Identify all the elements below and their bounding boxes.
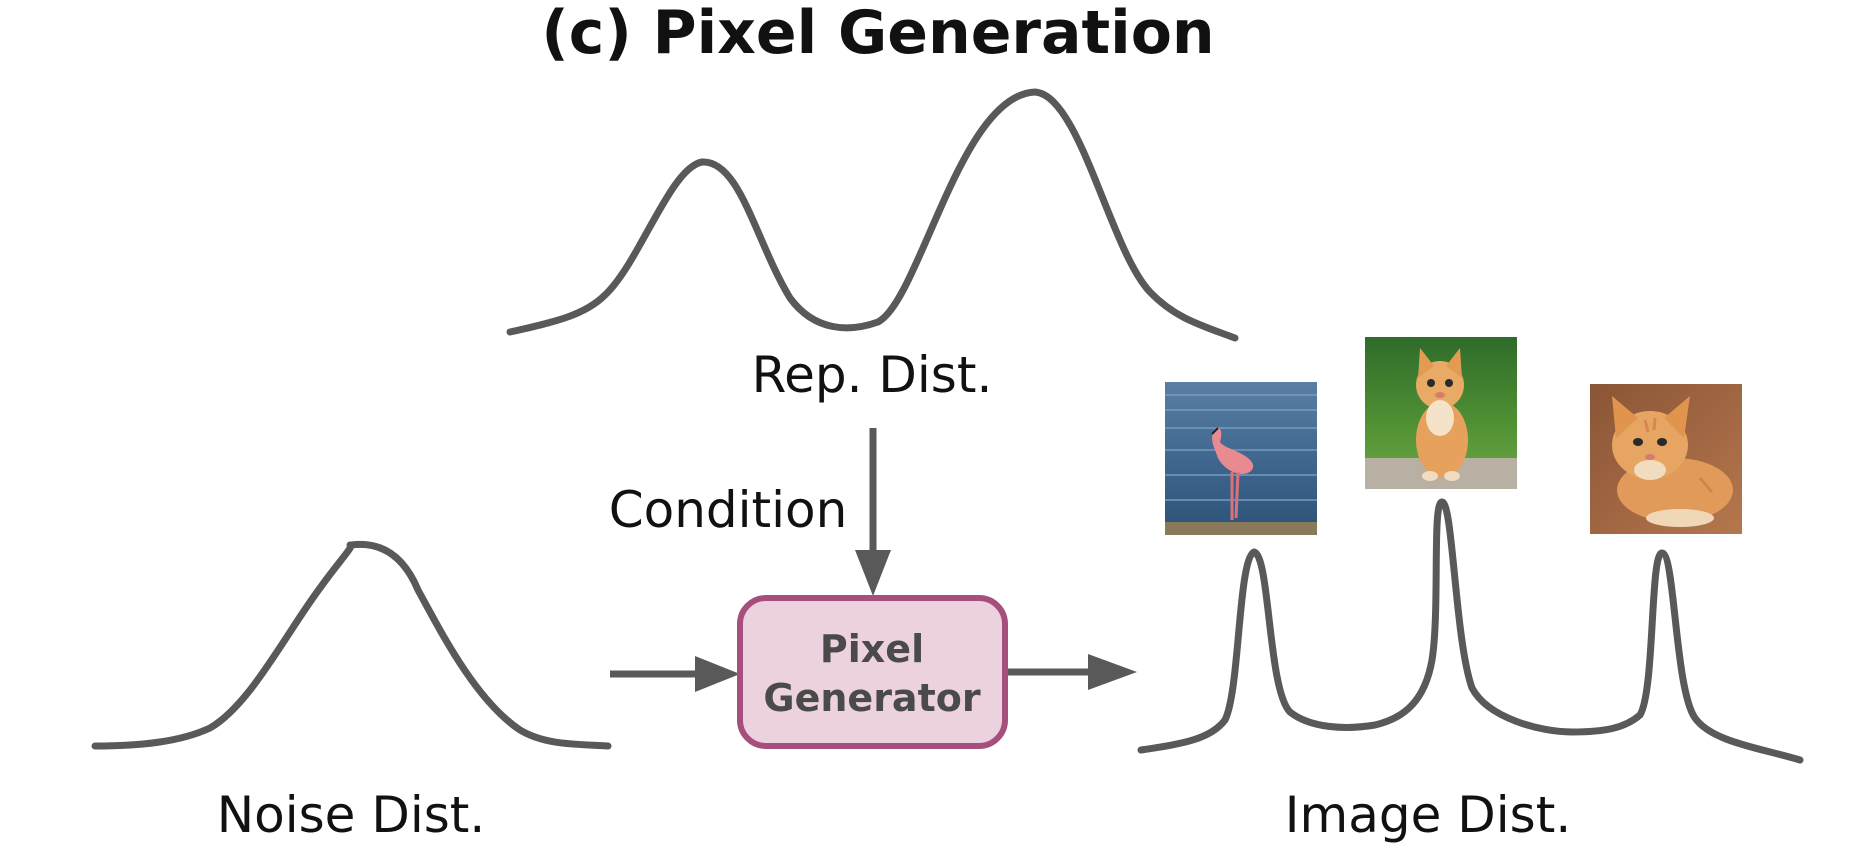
diagram-title: (c) Pixel Generation [541,0,1214,68]
condition-label: Condition [609,481,848,539]
input-arrow-head [695,656,740,692]
flamingo-image [1165,382,1317,535]
noise-dist-label: Noise Dist. [217,786,486,844]
condition-arrow-head [855,550,891,596]
image-dist-curve [1137,498,1804,764]
kitten-lying-image [1590,384,1742,534]
pixel-generator-label-line2: Generator [763,676,980,720]
pixel-generator-label-line1: Pixel [820,627,924,671]
noise-dist-curve [91,540,612,750]
output-arrow-head [1088,654,1137,690]
pixel-generator-rect [737,595,1008,749]
rep-dist-label: Rep. Dist. [752,346,993,404]
rep-dist-curve [506,88,1239,342]
image-dist-label: Image Dist. [1285,786,1571,844]
pixel-generator-box: Pixel Generator [737,595,1008,749]
kitten-sitting-image [1365,337,1517,489]
